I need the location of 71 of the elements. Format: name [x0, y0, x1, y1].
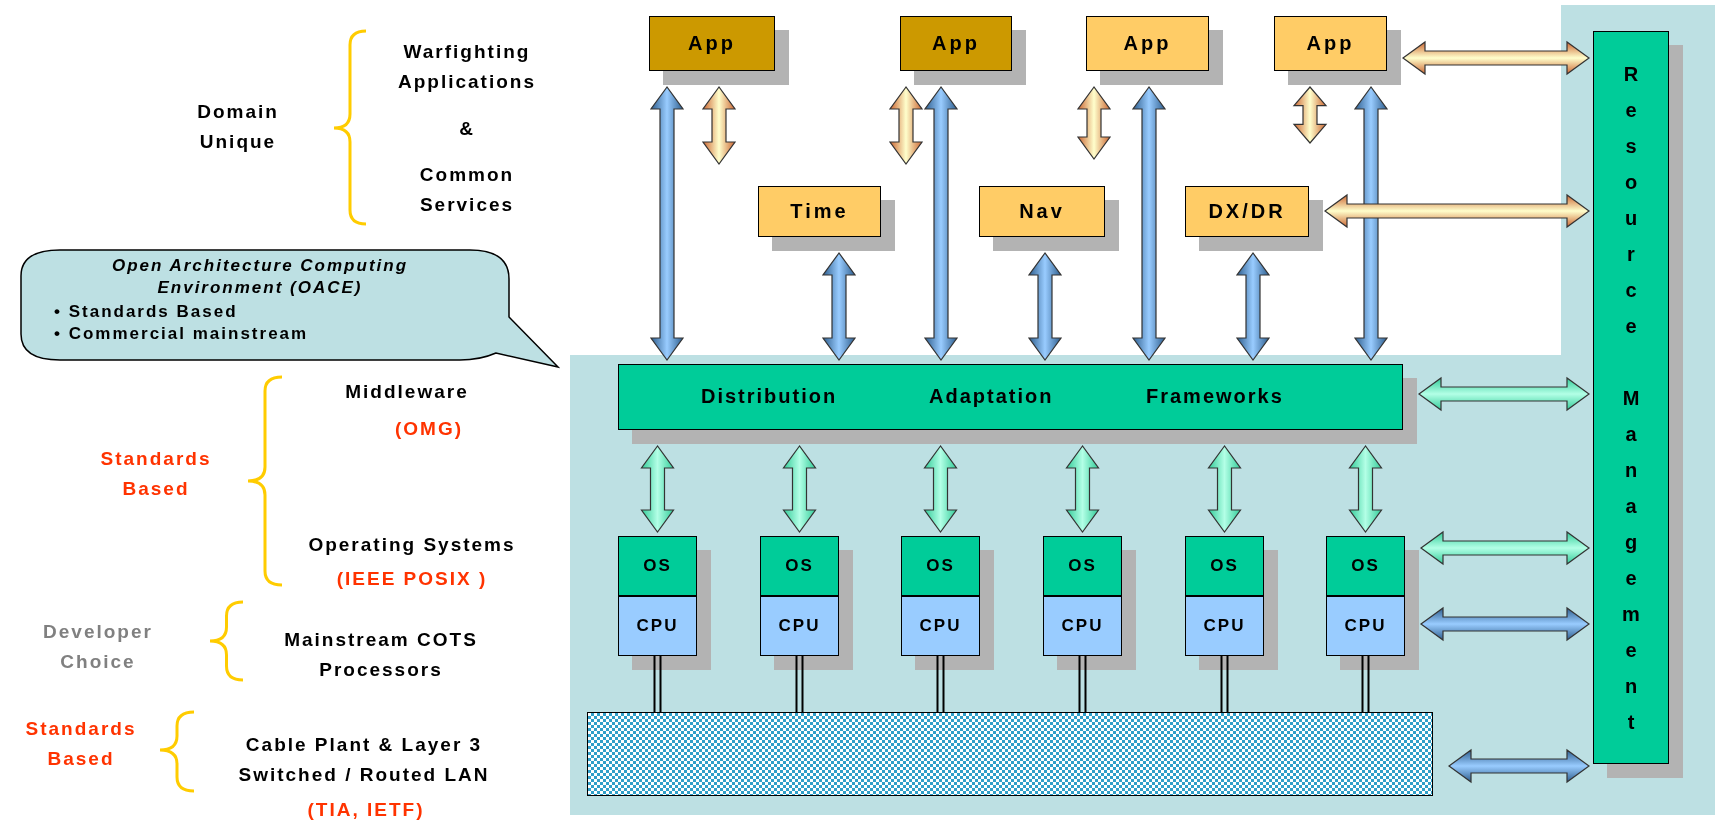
side-label: (OMG) [393, 417, 464, 441]
connector-line [936, 655, 945, 713]
box-label: CPU [1344, 616, 1387, 636]
double-arrow [640, 444, 675, 534]
box-label: CPU [1203, 616, 1246, 636]
box-label: OS [785, 556, 814, 576]
double-arrow [821, 251, 857, 362]
box-label: OS [1210, 556, 1239, 576]
double-arrow [782, 444, 817, 534]
double-arrow [1076, 85, 1112, 161]
box-label: CPU [919, 616, 962, 636]
network-bar [587, 712, 1433, 796]
side-label: (TIA, IETF) [306, 798, 426, 822]
side-label: Developer Choice [42, 620, 154, 674]
double-arrow [649, 85, 685, 362]
bullet-item: • Standards Based [54, 301, 239, 323]
double-arrow [1348, 444, 1383, 534]
box-label: App [1306, 32, 1355, 55]
layer-label: Adaptation [929, 385, 1054, 408]
side-label: Operating Systems [307, 533, 517, 557]
connector-line [653, 655, 662, 713]
connector-line [1361, 655, 1370, 713]
double-arrow [1401, 40, 1591, 76]
double-arrow [1027, 251, 1063, 362]
box-label: DX/DR [1208, 200, 1286, 223]
box-label: Time [790, 200, 849, 223]
box-label: OS [1068, 556, 1097, 576]
double-arrow [1235, 251, 1271, 362]
double-arrow [1447, 748, 1591, 784]
double-arrow [1323, 193, 1591, 229]
callout-heading: Open Architecture Computing Environment (OACE) [110, 255, 410, 299]
side-label: Domain Unique [196, 100, 280, 154]
layer-label: Distribution [701, 385, 838, 408]
double-arrow [1353, 85, 1389, 362]
box-label: CPU [636, 616, 679, 636]
double-arrow [1065, 444, 1100, 534]
box-label: OS [926, 556, 955, 576]
side-label: & [458, 117, 476, 141]
double-arrow [923, 444, 958, 534]
side-label: Mainstream COTS Processors [283, 628, 479, 682]
box-label: OS [1351, 556, 1380, 576]
double-arrow [1131, 85, 1167, 362]
vertical-label: Resource Management [1622, 61, 1640, 735]
box-label: Nav [1019, 200, 1065, 223]
double-arrow [1207, 444, 1242, 534]
callout-bubble [20, 249, 560, 369]
double-arrow [1419, 530, 1591, 566]
double-arrow [1419, 606, 1591, 642]
side-label: Cable Plant & Layer 3 Switched / Routed LAN [237, 733, 491, 787]
side-label: Warfighting Applications [397, 40, 537, 94]
box-label: App [688, 32, 736, 55]
connector-line [1220, 655, 1229, 713]
side-label: Standards Based [24, 717, 138, 771]
double-arrow [701, 85, 737, 166]
box-label: App [932, 32, 980, 55]
box-label: CPU [1061, 616, 1104, 636]
double-arrow [923, 85, 959, 362]
connector-line [1078, 655, 1087, 713]
box-label: CPU [778, 616, 821, 636]
double-arrow [1417, 376, 1591, 412]
double-arrow [888, 85, 924, 166]
connector-line [795, 655, 804, 713]
side-label: Middleware [344, 380, 470, 404]
side-label: (IEEE POSIX ) [335, 567, 489, 591]
side-label: Common Services [418, 163, 516, 217]
side-label: Standards Based [99, 447, 213, 501]
layer-label: Frameworks [1146, 385, 1284, 408]
box-label: OS [643, 556, 672, 576]
box-label: App [1123, 32, 1172, 55]
double-arrow [1292, 86, 1328, 144]
bullet-item: • Commercial mainstream [54, 323, 309, 345]
